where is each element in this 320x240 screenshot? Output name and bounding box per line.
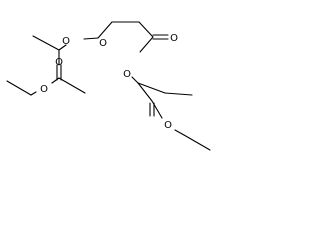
bond	[174, 129, 185, 136]
bond-lines	[6, 21, 211, 151]
bond	[164, 92, 193, 96]
atom-label-o-ethoxy-left: O	[40, 84, 48, 95]
bond	[6, 80, 32, 96]
bond	[137, 82, 153, 102]
atom-label-o-carbonyl-left: O	[99, 38, 107, 49]
bond	[137, 82, 166, 94]
bond	[97, 21, 113, 39]
bond	[151, 100, 163, 119]
bond	[83, 37, 99, 40]
bond	[138, 21, 154, 38]
atom-label-o-ester-right: O	[123, 69, 131, 80]
bond	[51, 77, 60, 84]
bond	[30, 91, 37, 96]
bond	[32, 35, 60, 51]
bond	[131, 76, 139, 84]
bond	[139, 36, 154, 53]
atom-label-o-ethoxy-right: O	[164, 120, 172, 131]
molecule-diagram: O O O O O O O	[6, 21, 211, 151]
atom-labels: O O O O O O O	[40, 33, 178, 131]
bond	[183, 134, 211, 151]
atom-label-o-ester-left: O	[62, 36, 70, 47]
bond	[58, 77, 86, 94]
atom-label-o-carbonyl-top: O	[55, 57, 63, 68]
bond	[58, 44, 67, 51]
atom-label-o-carbonyl-right: O	[170, 33, 178, 44]
